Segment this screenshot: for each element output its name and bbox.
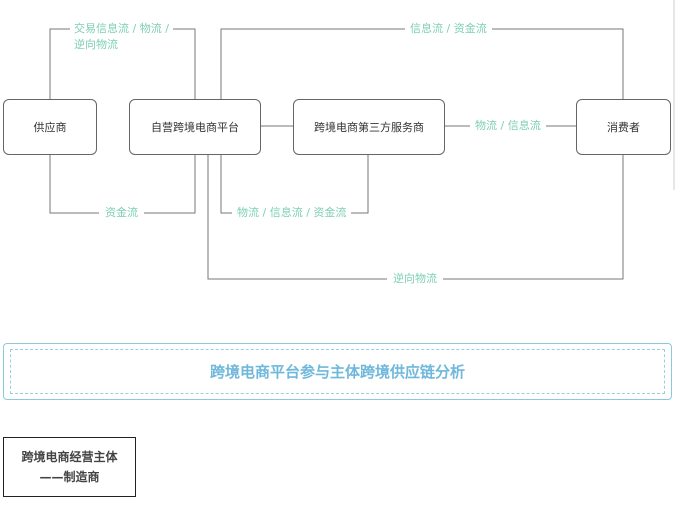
flow-label-platform-service-bottom: 物流 / 信息流 / 资金流 (232, 205, 352, 221)
flow-label-line2: 逆向物流 (74, 38, 118, 51)
flow-label-service-consumer: 物流 / 信息流 (470, 118, 546, 134)
flow-label-supplier-platform-bottom: 资金流 (99, 205, 144, 221)
section-title-box: 跨境电商平台参与主体跨境供应链分析 (3, 343, 672, 400)
section-title: 跨境电商平台参与主体跨境供应链分析 (10, 349, 665, 394)
node-platform: 自营跨境电商平台 (129, 99, 261, 155)
node-supplier: 供应商 (3, 99, 97, 155)
subject-line2: ——制造商 (39, 470, 100, 484)
node-label: 自营跨境电商平台 (151, 121, 239, 134)
node-label: 供应商 (33, 121, 67, 134)
flow-label-platform-consumer-top: 信息流 / 资金流 (405, 21, 492, 37)
subject-box: 跨境电商经营主体 ——制造商 (3, 437, 136, 497)
line-platform-consumer-top (220, 28, 624, 99)
flow-label-line1: 交易信息流 / 物流 / (74, 22, 169, 35)
subject-line1: 跨境电商经营主体 (21, 450, 118, 464)
node-consumer: 消费者 (576, 99, 671, 155)
node-service-provider: 跨境电商第三方服务商 (293, 99, 445, 155)
flow-label-reverse-logistics: 逆向物流 (387, 271, 443, 287)
node-label: 消费者 (607, 121, 640, 134)
flow-label-supplier-platform-top: 交易信息流 / 物流 / 逆向物流 (70, 21, 173, 53)
node-label: 跨境电商第三方服务商 (314, 121, 424, 134)
